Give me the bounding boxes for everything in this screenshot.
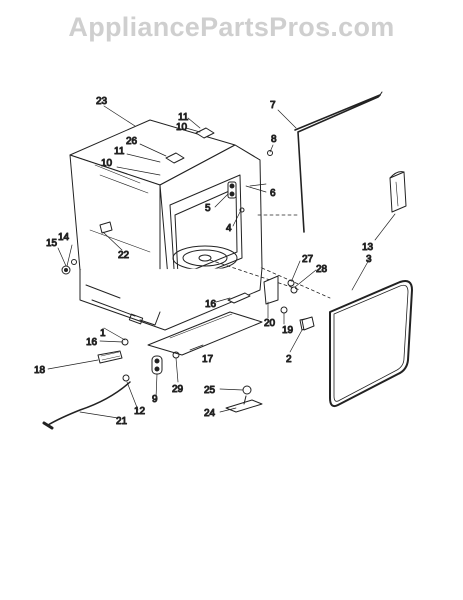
callout-16: 16 xyxy=(86,337,98,348)
callout-14: 14 xyxy=(58,232,70,243)
callout-18: 18 xyxy=(34,365,46,376)
door-seal xyxy=(329,280,413,408)
cable-parts xyxy=(42,374,131,430)
callout-3: 3 xyxy=(366,254,372,265)
gasket-strip xyxy=(294,94,381,233)
callout-19: 19 xyxy=(282,325,294,336)
part-2-clip xyxy=(301,316,315,331)
callout-12: 12 xyxy=(134,406,146,417)
callout-27: 27 xyxy=(302,254,314,265)
callout-1: 1 xyxy=(100,328,106,339)
callout-16: 16 xyxy=(205,299,217,310)
callout-29: 29 xyxy=(172,384,184,395)
callout-15: 15 xyxy=(46,238,58,249)
cam-parts xyxy=(151,351,180,375)
callout-28: 28 xyxy=(316,264,328,275)
callout-24: 24 xyxy=(204,408,216,419)
callout-11: 11 xyxy=(114,146,125,157)
callout-5: 5 xyxy=(205,203,211,214)
callout-6: 6 xyxy=(270,188,276,199)
callout-13: 13 xyxy=(362,242,374,253)
tub-assembly xyxy=(69,119,273,331)
callout-23: 23 xyxy=(96,96,108,107)
callout-22: 22 xyxy=(118,250,130,261)
callout-7: 7 xyxy=(270,100,276,111)
callout-20: 20 xyxy=(264,318,276,329)
leader-lines xyxy=(47,105,396,419)
callout-10: 10 xyxy=(101,158,113,169)
callout-21: 21 xyxy=(116,416,128,427)
callout-8: 8 xyxy=(271,134,277,145)
hinge-parts xyxy=(225,385,263,413)
callout-10: 10 xyxy=(176,122,188,133)
callout-25: 25 xyxy=(204,385,216,396)
leader-dashes xyxy=(209,214,331,299)
lower-parts xyxy=(97,338,129,364)
callout-17: 17 xyxy=(202,354,214,365)
watermark: AppliancePartsPros.com xyxy=(68,12,395,42)
callout-26: 26 xyxy=(126,136,138,147)
callout-9: 9 xyxy=(152,394,158,405)
callout-4: 4 xyxy=(226,223,232,234)
callout-2: 2 xyxy=(286,354,292,365)
vent-part xyxy=(389,171,407,213)
callout-labels: 23 11 10 26 11 10 7 8 6 5 4 15 14 22 13 … xyxy=(34,96,375,428)
callout-11: 11 xyxy=(178,112,189,123)
plate-parts xyxy=(147,292,263,356)
